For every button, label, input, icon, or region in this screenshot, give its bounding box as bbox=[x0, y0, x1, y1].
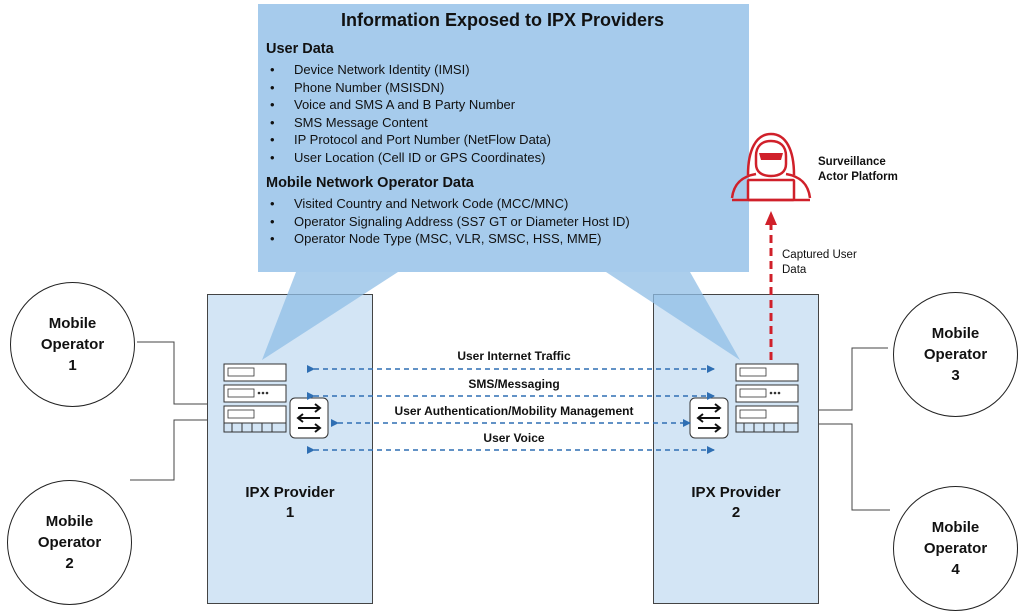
list-item: Device Network Identity (IMSI) bbox=[266, 61, 739, 79]
switch-icon bbox=[289, 397, 329, 439]
actor-label-line: Actor Platform bbox=[818, 171, 898, 183]
operator-label: Mobile bbox=[931, 519, 980, 536]
user-data-heading: User Data bbox=[266, 41, 334, 57]
operator-label: Operator bbox=[923, 540, 988, 557]
exposure-beam-right bbox=[606, 272, 740, 360]
provider-number: 2 bbox=[731, 504, 741, 521]
info-title: Information Exposed to IPX Providers bbox=[340, 10, 665, 30]
captured-data-label: Captured User Data bbox=[782, 248, 857, 278]
flow-label-auth: User Authentication/Mobility Management bbox=[394, 404, 634, 418]
list-item: Visited Country and Network Code (MCC/MN… bbox=[266, 195, 739, 213]
flow-label-sms: SMS/Messaging bbox=[468, 377, 560, 391]
user-data-list: Device Network Identity (IMSI) Phone Num… bbox=[266, 61, 739, 166]
mobile-operator-4: Mobile Operator 4 bbox=[893, 486, 1018, 611]
ipx-provider-2-label: IPX Provider 2 bbox=[654, 483, 818, 523]
connector-operator-2 bbox=[130, 419, 224, 481]
captured-label-line: Data bbox=[782, 264, 807, 276]
operator-data-list: Visited Country and Network Code (MCC/MN… bbox=[266, 195, 739, 248]
operator-number: 4 bbox=[951, 561, 960, 578]
operator-number: 2 bbox=[65, 555, 74, 572]
operator-number: 1 bbox=[68, 357, 77, 374]
info-box: Information Exposed to IPX Providers Use… bbox=[258, 4, 749, 272]
connector-operator-3 bbox=[800, 347, 888, 411]
actor-label-line: Surveillance bbox=[818, 156, 886, 168]
hacker-icon bbox=[730, 132, 812, 202]
operator-label: Mobile bbox=[931, 325, 980, 342]
flow-label-internet: User Internet Traffic bbox=[457, 349, 571, 363]
provider-name: IPX Provider bbox=[691, 484, 781, 501]
mobile-operator-2: Mobile Operator 2 bbox=[7, 480, 132, 605]
operator-data-heading: Mobile Network Operator Data bbox=[266, 175, 474, 191]
connector-operator-4 bbox=[800, 423, 890, 511]
switch-icon bbox=[689, 397, 729, 439]
list-item: Operator Node Type (MSC, VLR, SMSC, HSS,… bbox=[266, 230, 739, 248]
list-item: IP Protocol and Port Number (NetFlow Dat… bbox=[266, 131, 739, 149]
surveillance-actor-label: Surveillance Actor Platform bbox=[818, 155, 898, 185]
list-item: Operator Signaling Address (SS7 GT or Di… bbox=[266, 213, 739, 231]
list-item: User Location (Cell ID or GPS Coordinate… bbox=[266, 149, 739, 167]
operator-label: Operator bbox=[40, 336, 105, 353]
operator-label: Operator bbox=[923, 346, 988, 363]
operator-number: 3 bbox=[951, 367, 960, 384]
mobile-operator-3: Mobile Operator 3 bbox=[893, 292, 1018, 417]
operator-label: Mobile bbox=[45, 513, 94, 530]
ipx-provider-1-label: IPX Provider 1 bbox=[208, 483, 372, 523]
operator-label: Mobile bbox=[48, 315, 97, 332]
list-item: SMS Message Content bbox=[266, 114, 739, 132]
connector-operator-1 bbox=[137, 341, 224, 405]
mobile-operator-1: Mobile Operator 1 bbox=[10, 282, 135, 407]
captured-label-line: Captured User bbox=[782, 249, 857, 261]
server-stack-icon bbox=[735, 363, 799, 433]
list-item: Phone Number (MSISDN) bbox=[266, 79, 739, 97]
operator-label: Operator bbox=[37, 534, 102, 551]
list-item: Voice and SMS A and B Party Number bbox=[266, 96, 739, 114]
exposure-beam-left bbox=[262, 272, 398, 360]
server-stack-icon bbox=[223, 363, 287, 433]
provider-name: IPX Provider bbox=[245, 484, 335, 501]
flow-label-voice: User Voice bbox=[483, 431, 545, 445]
provider-number: 1 bbox=[285, 504, 295, 521]
